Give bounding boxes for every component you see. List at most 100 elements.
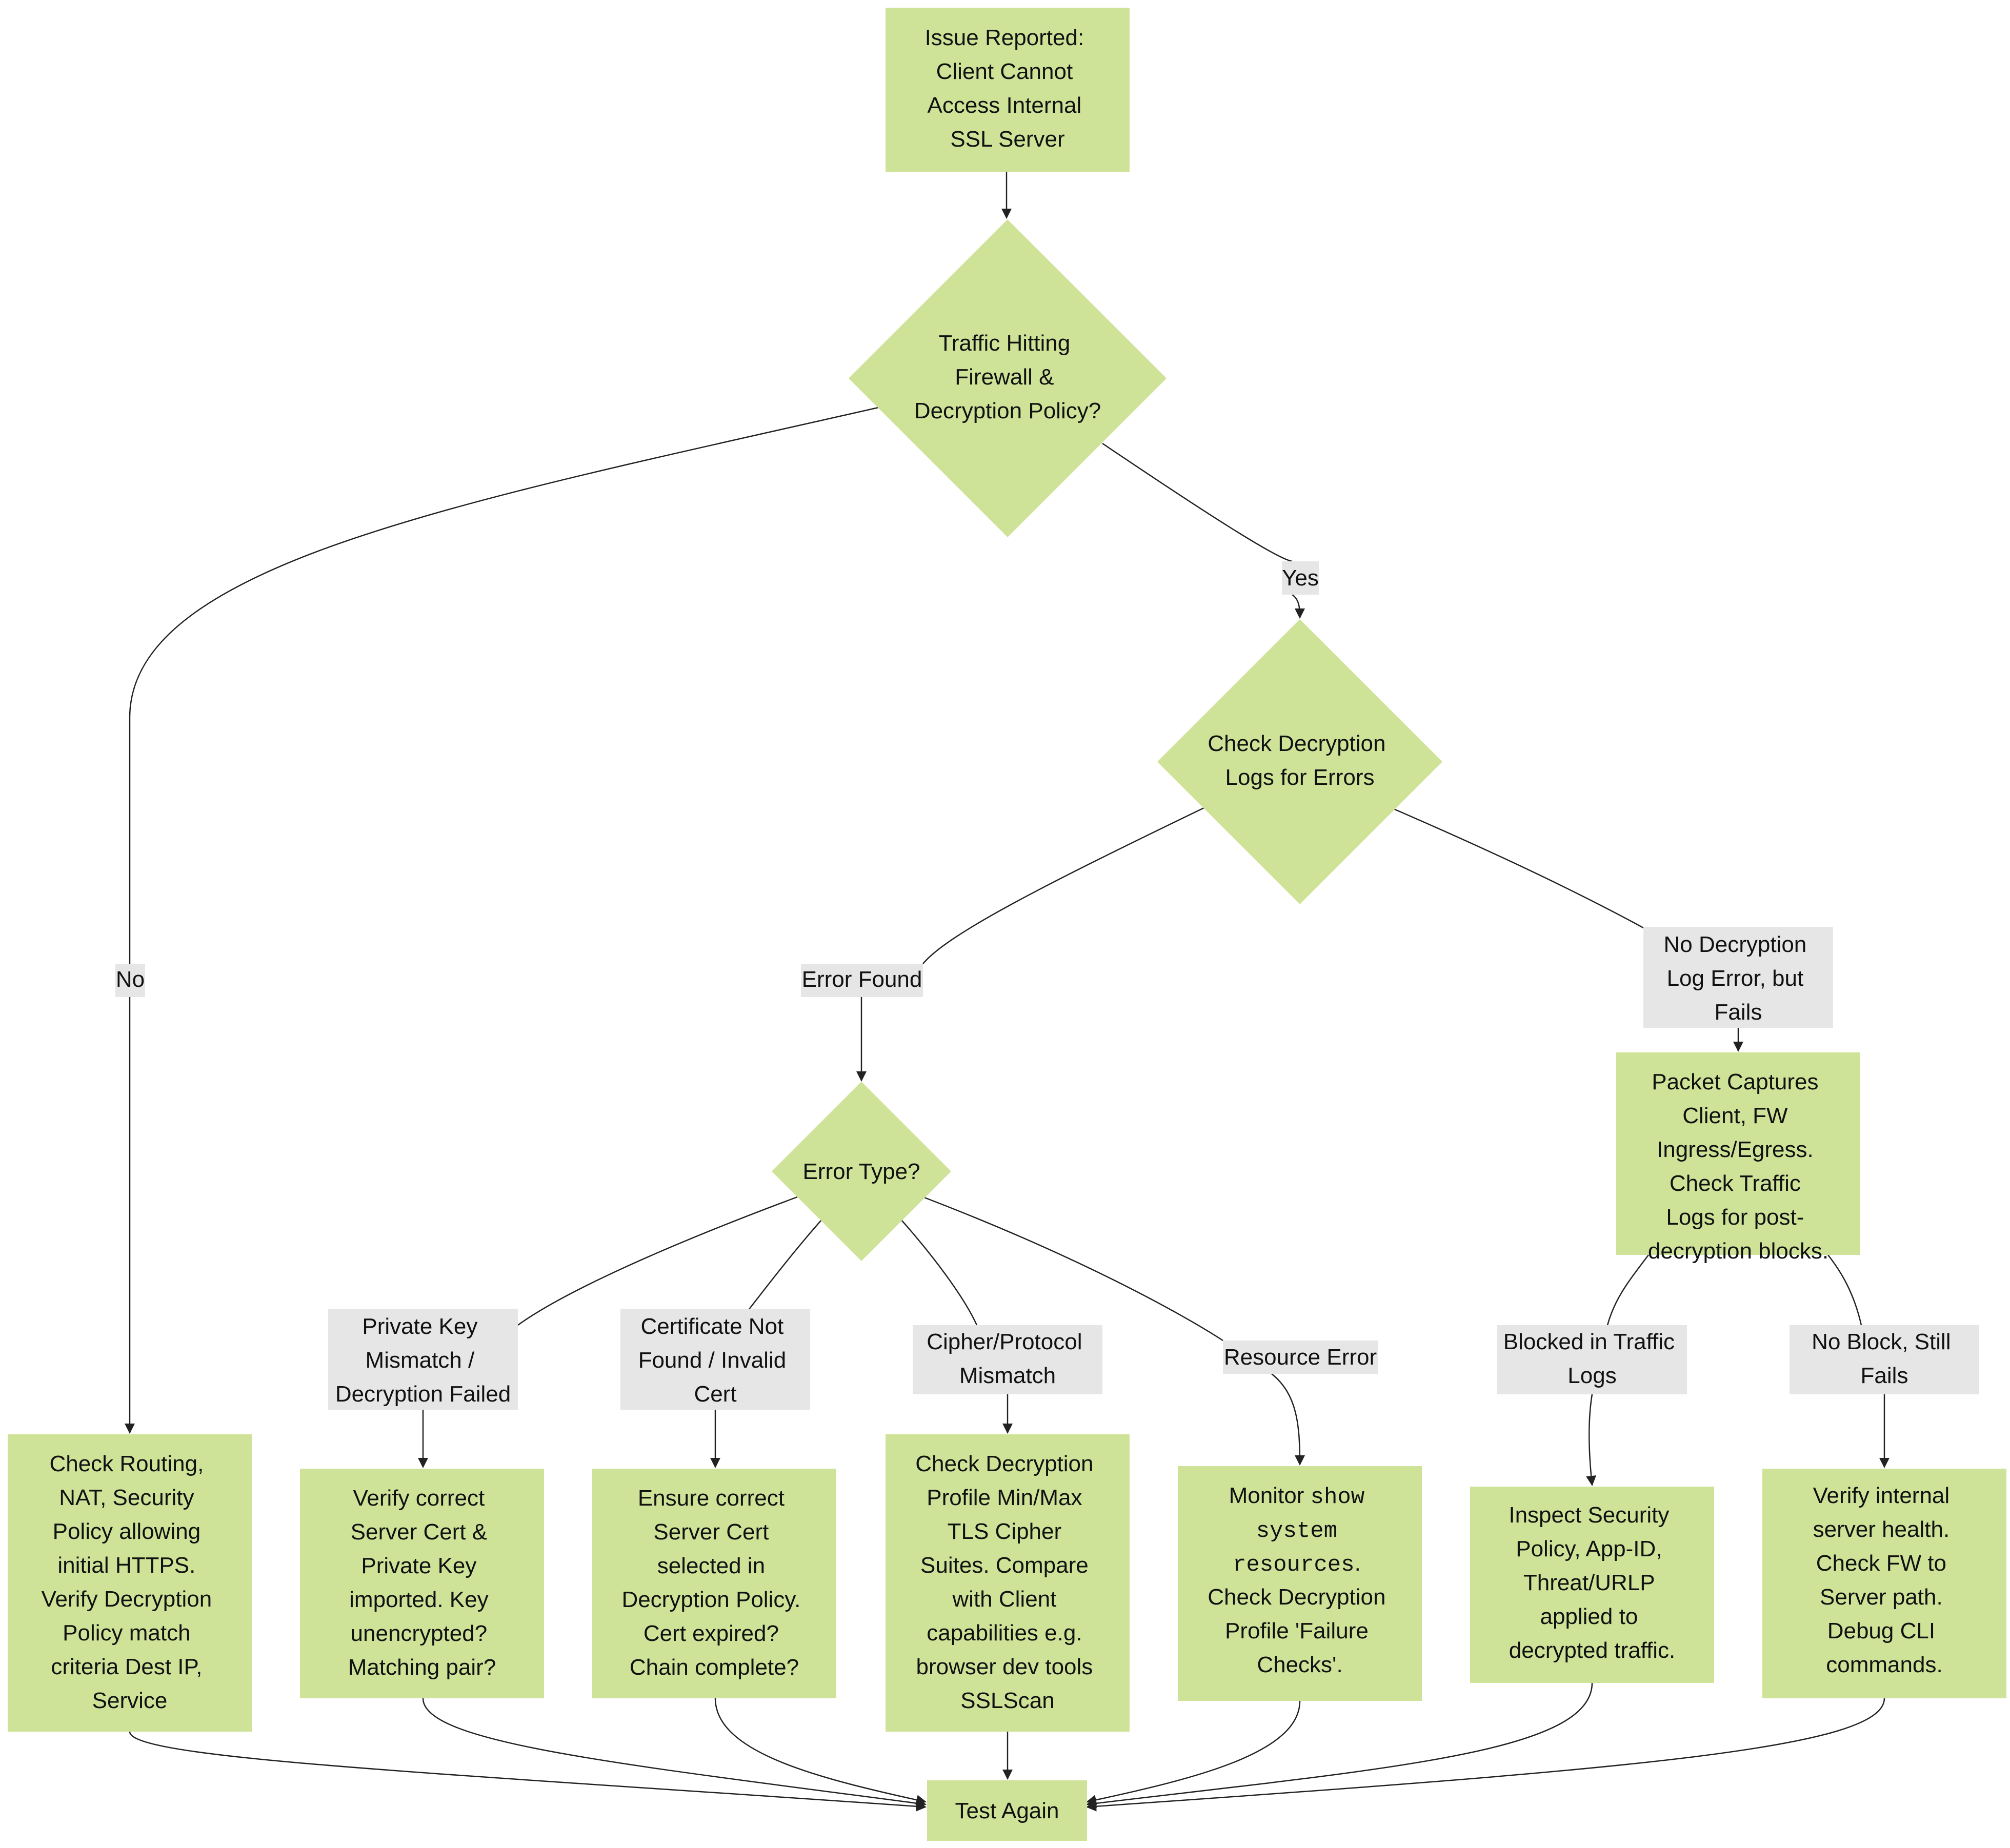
svg-text:Ensure correct Server: Ensure correct Server Cert selected in D…: [621, 1486, 807, 1680]
svg-text:No Decryption Log Erro: No Decryption Log Error, but Fails: [1663, 932, 1813, 1025]
edge-label-cert-not-found: Certificate Not Found / Invalid Cert: [620, 1309, 810, 1410]
edge-inspect-to-test: [1086, 1682, 1593, 1809]
node-line: Packet Captures: [1652, 1069, 1818, 1094]
label-line: Private Key: [362, 1314, 477, 1339]
node-line: Check Decryption: [915, 1451, 1093, 1476]
node-line: SSLScan: [960, 1688, 1054, 1713]
node-line: Checks'.: [1257, 1652, 1342, 1677]
node-line: Issue Reported:: [925, 25, 1084, 50]
node-line: Service: [92, 1688, 168, 1713]
edge-verify-to-test: [422, 1698, 927, 1809]
node-line: with Client: [952, 1587, 1056, 1612]
svg-text:Private Key Mismatch /: Private Key Mismatch / Decryption Failed: [335, 1314, 511, 1407]
node-line: decryption blocks.: [1648, 1238, 1828, 1264]
svg-text:Check Decryption Logs: Check Decryption Logs for Errors: [1208, 731, 1392, 790]
edge-label-no: No: [115, 964, 145, 997]
node-line: Logs for Errors: [1225, 765, 1375, 790]
node-line: imported. Key: [349, 1587, 488, 1612]
node-line: Traffic Hitting: [939, 331, 1071, 356]
node-line: Policy allowing: [53, 1519, 201, 1544]
svg-text:Traffic Hitting Firewa: Traffic Hitting Firewall & Decryption Po…: [914, 331, 1101, 423]
edge-type-cipher: [901, 1220, 978, 1326]
svg-text:Error Type?: Error Type?: [802, 1159, 920, 1184]
node-check-decryption-profile: Check Decryption Profile Min/Max TLS Cip…: [886, 1434, 1130, 1732]
label-line: No Decryption: [1663, 932, 1806, 957]
node-line: Debug CLI: [1827, 1618, 1935, 1643]
node-line: browser dev tools: [916, 1654, 1093, 1679]
node-line: Threat/URLP: [1523, 1570, 1655, 1595]
node-line: Ingress/Egress.: [1657, 1137, 1814, 1162]
node-line: server health.: [1813, 1517, 1950, 1542]
node-check-routing: Check Routing, NAT, Security Policy allo…: [8, 1434, 252, 1732]
label-line: Fails: [1715, 1000, 1762, 1025]
node-inspect-security-policy: Inspect Security Policy, App-ID, Threat/…: [1470, 1487, 1714, 1683]
edge-label-blocked: Blocked in Traffic Logs: [1497, 1325, 1687, 1394]
label-line: Mismatch: [959, 1363, 1056, 1388]
node-line: Ensure correct: [638, 1486, 785, 1511]
edge-labels: Yes No Error Found No Decryption Log Err…: [115, 561, 1979, 1410]
node-line: Check Decryption: [1208, 731, 1385, 756]
node-line: Firewall &: [955, 364, 1054, 390]
node-line: Decryption Policy?: [914, 398, 1101, 423]
edge-type-cert: [748, 1220, 822, 1310]
node-line: Verify correct: [353, 1486, 485, 1511]
edge-type-private-key: [517, 1196, 798, 1326]
node-line: Check Traffic: [1670, 1171, 1801, 1196]
label-line: Log Error, but: [1667, 966, 1804, 991]
label-line: Error Found: [802, 967, 922, 992]
label-line: No: [116, 967, 145, 992]
svg-text:Blocked in Traffic Log: Blocked in Traffic Logs: [1503, 1329, 1681, 1388]
decision-traffic-hitting-firewall: Traffic Hitting Firewall & Decryption Po…: [849, 219, 1167, 537]
node-line: Client Cannot: [936, 59, 1073, 84]
node-line: unencrypted?: [351, 1621, 488, 1646]
svg-text:Cipher/Protocol Mismat: Cipher/Protocol Mismatch: [927, 1329, 1089, 1388]
edge-blocked-to-inspect: [1586, 1394, 1597, 1486]
node-line: Policy match: [63, 1620, 190, 1646]
edge-resource-to-monitor: [1271, 1373, 1305, 1466]
node-line: Inspect Security: [1509, 1502, 1669, 1528]
svg-text:Check Routing, NAT, Se: Check Routing, NAT, Security Policy allo…: [42, 1451, 218, 1713]
node-line: Private Key: [361, 1553, 476, 1578]
node-line: Server Cert &: [351, 1519, 488, 1545]
cli-command: resources: [1233, 1552, 1355, 1578]
node-line: applied to: [1540, 1604, 1638, 1629]
node-line: TLS Cipher: [948, 1519, 1062, 1544]
edge-label-resource-error: Resource Error: [1223, 1341, 1378, 1374]
node-line: SSL Server: [950, 127, 1064, 152]
node-line: Matching pair?: [348, 1655, 496, 1680]
node-line: commands.: [1826, 1652, 1942, 1677]
svg-text:Inspect Security Polic: Inspect Security Policy, App-ID, Threat/…: [1509, 1502, 1675, 1663]
node-line: resources.: [1233, 1551, 1361, 1578]
node-line: Suites. Compare: [920, 1553, 1089, 1578]
svg-text:Resource Error: Resource Error: [1224, 1345, 1377, 1370]
edge-label-no-block: No Block, Still Fails: [1790, 1325, 1979, 1394]
node-line: selected in: [657, 1553, 765, 1578]
node-line: capabilities e.g.: [927, 1620, 1082, 1646]
edge-label-no-decryption-error: No Decryption Log Error, but Fails: [1643, 927, 1833, 1028]
node-verify-server-health: Verify internal server health. Check FW …: [1762, 1469, 2006, 1698]
node-line: Check Routing,: [49, 1451, 204, 1476]
node-line: Profile 'Failure: [1225, 1618, 1369, 1643]
node-line: Error Type?: [802, 1159, 920, 1184]
node-line: Client, FW: [1682, 1103, 1788, 1128]
node-line: Chain complete?: [630, 1655, 799, 1680]
edge-label-error-found: Error Found: [801, 964, 923, 997]
label-line: Certificate Not: [641, 1314, 784, 1339]
svg-text:Verify internal server: Verify internal server health. Check FW …: [1813, 1483, 1956, 1677]
edges: [125, 172, 1890, 1812]
label-line: Cipher/Protocol: [927, 1329, 1082, 1354]
svg-text:Issue Reported: Client: Issue Reported: Client Cannot Access Int…: [925, 25, 1091, 152]
node-line: Check Decryption: [1208, 1585, 1385, 1610]
svg-text:No Block, Still Fails: No Block, Still Fails: [1812, 1329, 1957, 1388]
nodes: Issue Reported: Client Cannot Access Int…: [8, 8, 2006, 1841]
label-line: Cert: [694, 1382, 736, 1407]
node-line: Profile Min/Max: [927, 1485, 1082, 1510]
node-test-again: Test Again: [927, 1780, 1087, 1841]
edge-packet-blocked: [1606, 1254, 1650, 1326]
label-line: No Block, Still: [1812, 1329, 1951, 1354]
node-issue-reported: Issue Reported: Client Cannot Access Int…: [886, 8, 1130, 172]
label-line: Blocked in Traffic: [1503, 1329, 1675, 1354]
node-line: Monitor show: [1229, 1483, 1365, 1510]
svg-text:Monitor show system: Monitor show system resources. Check Dec…: [1208, 1483, 1392, 1677]
